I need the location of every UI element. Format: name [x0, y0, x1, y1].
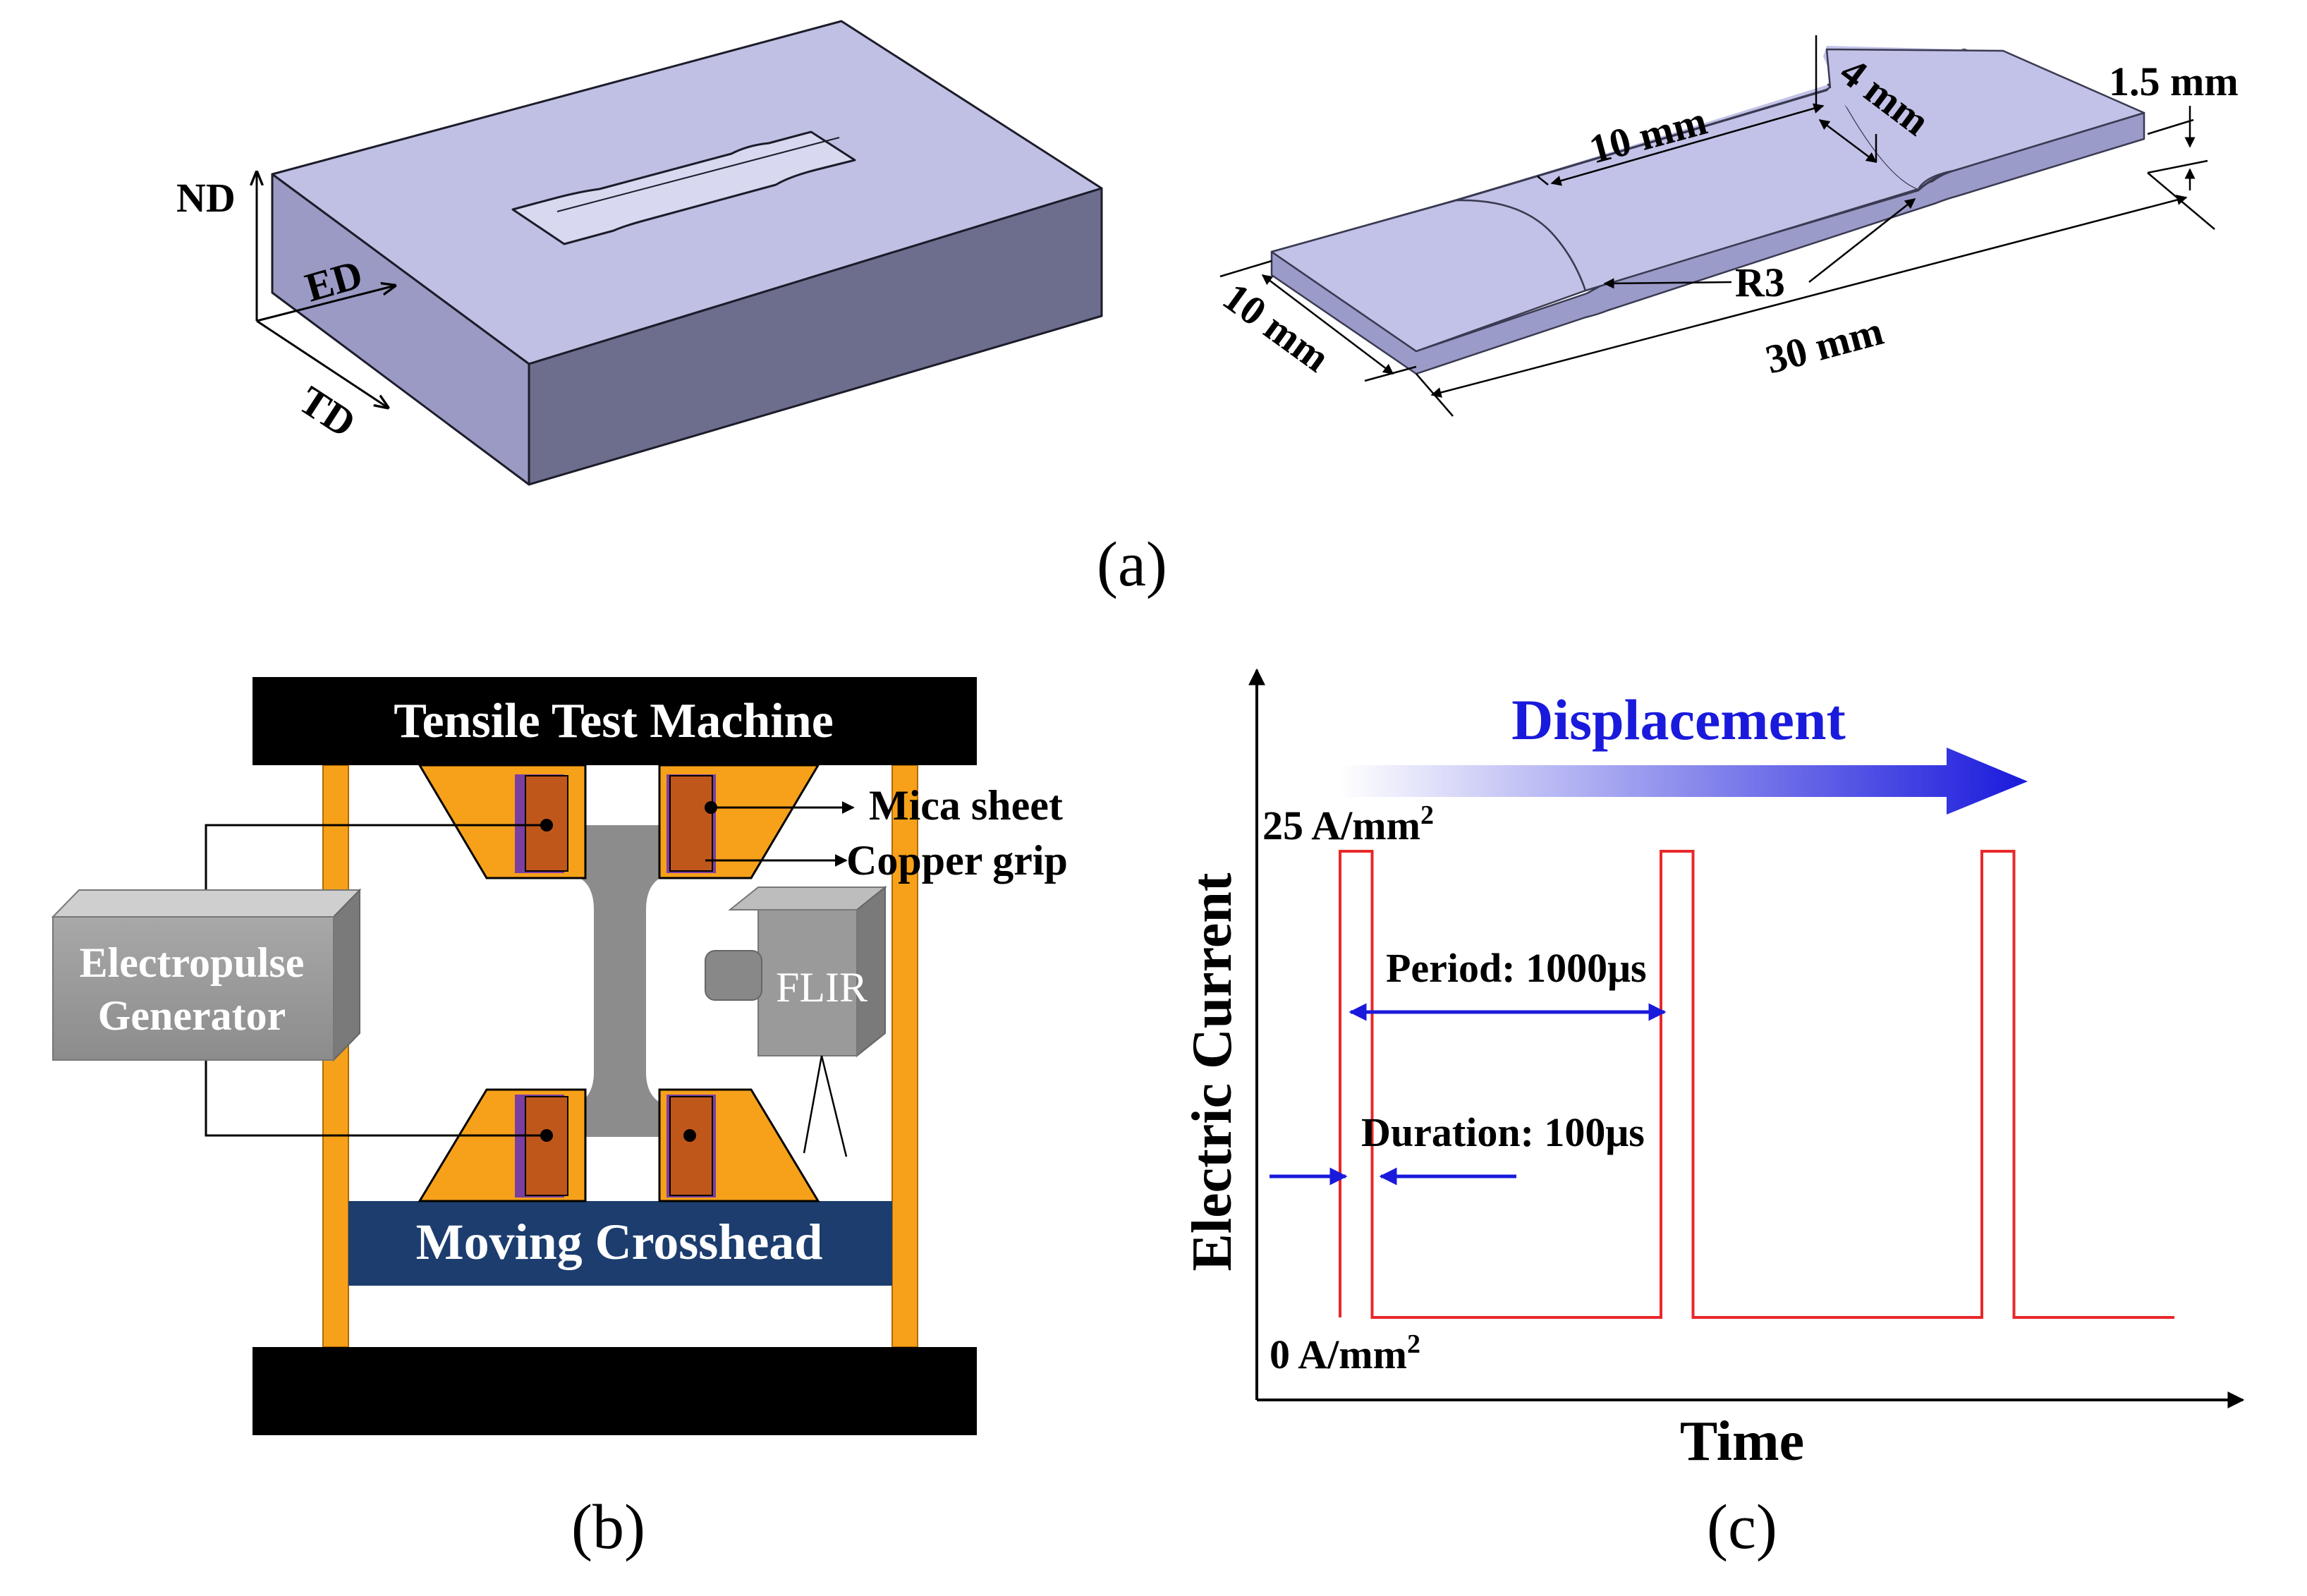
- pulse-mark: [1340, 851, 1372, 1317]
- copper-grip-label: Copper grip: [846, 837, 1068, 884]
- dimension-lines: [1219, 35, 2215, 417]
- camera-body: [757, 909, 858, 1056]
- pulse-waveform: [1339, 850, 2174, 1319]
- wiring: [205, 824, 547, 1137]
- ed-axis: [256, 286, 395, 322]
- wire-node-lower-right: [683, 1129, 696, 1142]
- upper-grip-left: [418, 764, 587, 879]
- pulse-mark: [1982, 851, 2014, 1317]
- panel-b: Tensile Test Machine Moving Crosshead: [51, 677, 1068, 1562]
- machine-bottom-beam: [252, 1347, 977, 1435]
- wire-node-lower-left: [540, 1129, 553, 1142]
- dim-total-length-ext1: [1416, 373, 1454, 417]
- dim-grip-width-ext1: [1219, 260, 1272, 278]
- tripod-leg-left: [803, 1055, 823, 1154]
- panel-b-label: (b): [571, 1492, 645, 1562]
- camera-tripod: [803, 1055, 848, 1157]
- camera-label: FLIR: [776, 964, 868, 1011]
- displacement-label: Displacement: [1511, 688, 1846, 752]
- dim-gauge-length-line: [1550, 103, 1825, 186]
- frame-column-right: [891, 765, 918, 1348]
- block-3d: [271, 20, 1103, 486]
- x-axis-label: Time: [1680, 1411, 1804, 1473]
- machine-top-beam: [252, 677, 977, 765]
- dim-label-radius: R3: [1735, 260, 1785, 305]
- upper-grip-right: [658, 764, 820, 879]
- td-axis: [256, 319, 388, 408]
- dim-label-thickness: 1.5 mm: [2109, 59, 2239, 104]
- wire-lower: [205, 1054, 547, 1137]
- dim-thickness-top: [2147, 118, 2194, 135]
- high-level-sup: 2: [1420, 800, 1434, 830]
- copper-grip-lower-right: [669, 1096, 713, 1196]
- low-level-text: 0 A/mm: [1270, 1332, 1407, 1377]
- generator-top: [51, 889, 362, 918]
- low-level-sup: 2: [1407, 1329, 1420, 1359]
- dim-grip-width-ext2: [1364, 365, 1417, 382]
- copper-grip-upper-right: [669, 775, 713, 872]
- duration-label: Duration: 100μs: [1361, 1109, 1645, 1155]
- dim-radius-leader2: [1808, 198, 1916, 283]
- dim-gauge-width-line: [1818, 119, 1877, 163]
- panel-c: Electric Current Time 25 A/mm2 0 A/mm2 D…: [1181, 668, 2245, 1562]
- dim-total-length-line: [1430, 195, 2188, 398]
- flir-camera: FLIR: [705, 885, 887, 1157]
- generator-label-line1: Electropulse: [80, 939, 305, 986]
- displacement-arrow: [1340, 748, 2028, 815]
- copper-grip-lower-left: [525, 1096, 568, 1196]
- generator-label-line2: Generator: [98, 992, 286, 1039]
- lower-grip-right: [658, 1088, 820, 1202]
- dim-total-length-ext2: [2147, 172, 2215, 230]
- high-level-label: 25 A/mm2: [1262, 800, 1434, 848]
- camera-lens: [705, 950, 762, 1001]
- period-label: Period: 1000μs: [1386, 945, 1647, 991]
- generator-front: [52, 916, 334, 1061]
- machine-label: Tensile Test Machine: [394, 694, 834, 748]
- low-level-label: 0 A/mm2: [1270, 1329, 1420, 1377]
- td-label: TD: [291, 377, 364, 446]
- tensile-specimen: [1270, 46, 2145, 375]
- mica-sheet-label: Mica sheet: [869, 782, 1063, 829]
- dim-label-total-length: 30 mm: [1761, 307, 1888, 383]
- panel-a-label: (a): [1097, 530, 1167, 599]
- wire-upper: [205, 824, 547, 906]
- cavity-outline: [511, 130, 856, 245]
- crosshead-label: Moving Crosshead: [416, 1214, 823, 1270]
- orientation-axes: [257, 172, 395, 408]
- high-level-text: 25 A/mm: [1262, 803, 1420, 848]
- electropulse-generator: Electropulse Generator: [51, 888, 362, 1062]
- moving-crosshead: [348, 1201, 892, 1286]
- dim-radius-leader1: [1603, 278, 1732, 289]
- test-specimen: [571, 825, 669, 1137]
- y-axis-label: Electric Current: [1181, 872, 1243, 1271]
- panel-c-label: (c): [1707, 1492, 1777, 1562]
- dim-thickness-bot: [2147, 159, 2208, 174]
- dim-gauge-length-ext1: [1537, 176, 1549, 185]
- lower-grip-left: [418, 1088, 587, 1202]
- dim-grip-width-line: [1261, 274, 1394, 374]
- generator-side: [333, 888, 360, 1062]
- block-front-face: [528, 187, 1103, 486]
- tripod-leg-right: [820, 1055, 848, 1157]
- nd-label: ND: [176, 175, 236, 221]
- specimen-right-outline: [1825, 48, 2145, 190]
- wire-node-upper-left: [540, 819, 553, 831]
- pulse-series-line: [1339, 850, 2174, 1319]
- pulse-mark: [1661, 851, 1693, 1317]
- cavity-inner-edge: [556, 137, 840, 212]
- panel-a: ND ED TD: [176, 20, 2239, 599]
